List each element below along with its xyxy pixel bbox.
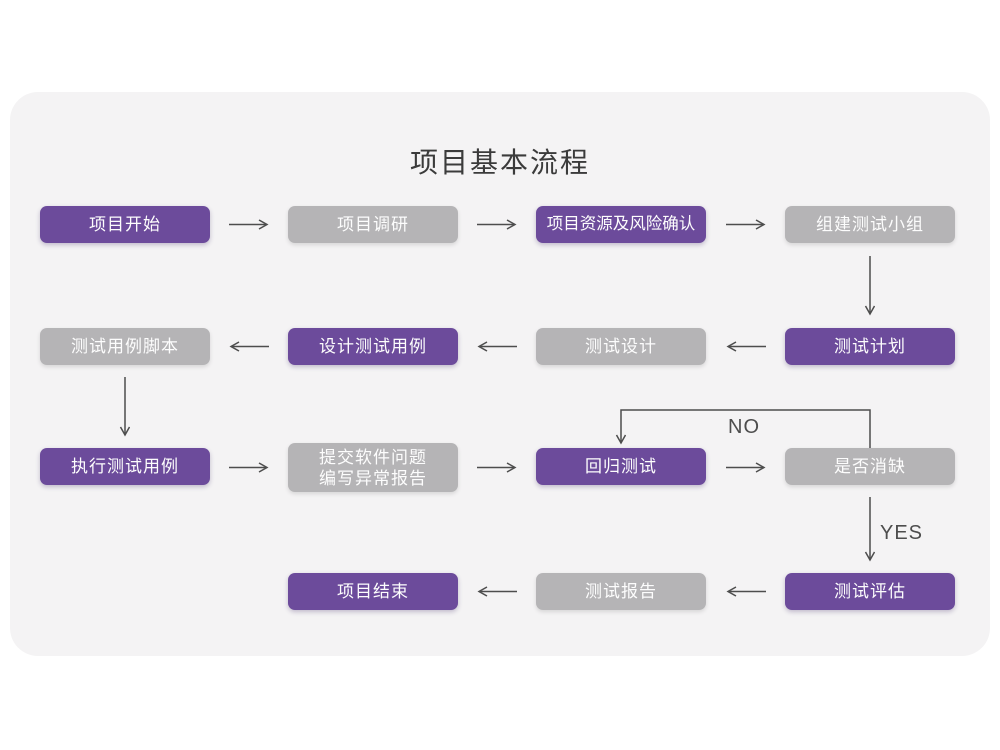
flow-node-project-research: 项目调研 xyxy=(288,206,458,243)
flow-node-label-line1: 提交软件问题 xyxy=(319,447,427,467)
flow-node-resource-risk-confirm: 项目资源及风险确认 xyxy=(536,206,706,243)
flow-node-label-line2: 编写异常报告 xyxy=(319,468,427,488)
flow-node-submit-issue-report: 提交软件问题 编写异常报告 xyxy=(288,443,458,492)
flow-node-test-design: 测试设计 xyxy=(536,328,706,365)
flow-node-defect-cleared: 是否消缺 xyxy=(785,448,955,485)
edge-label-yes: YES xyxy=(880,522,924,544)
flow-node-project-end: 项目结束 xyxy=(288,573,458,610)
edge-label-no: NO xyxy=(728,416,760,438)
flow-node-project-start: 项目开始 xyxy=(40,206,210,243)
flow-node-test-evaluation: 测试评估 xyxy=(785,573,955,610)
flow-node-regression-test: 回归测试 xyxy=(536,448,706,485)
flow-node-build-test-team: 组建测试小组 xyxy=(785,206,955,243)
diagram-title: 项目基本流程 xyxy=(409,147,590,178)
flow-node-execute-test-cases: 执行测试用例 xyxy=(40,448,210,485)
flow-node-test-plan: 测试计划 xyxy=(785,328,955,365)
flow-node-test-case-script: 测试用例脚本 xyxy=(40,328,210,365)
flowchart-card-background xyxy=(10,92,990,656)
flow-node-test-report: 测试报告 xyxy=(536,573,706,610)
flow-node-design-test-cases: 设计测试用例 xyxy=(288,328,458,365)
